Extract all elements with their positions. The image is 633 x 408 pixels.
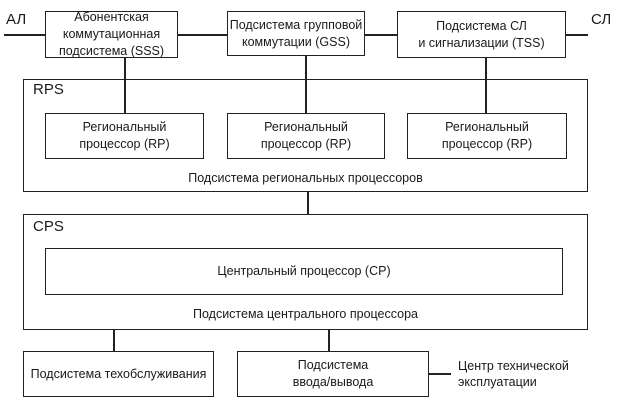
cps-io-link xyxy=(328,330,330,351)
trunk-signalling-subsystem: Подсистема СЛ и сигнализации (TSS) xyxy=(397,11,566,58)
group-switching-subsystem: Подсистема групповой коммутации (GSS) xyxy=(227,11,365,56)
gss-tss-connector xyxy=(365,34,397,36)
rps-cps-link xyxy=(307,192,309,214)
sss-rp-link xyxy=(124,58,126,113)
rp-1-label: Региональный процессор (RP) xyxy=(79,120,170,151)
io-label: Подсистема ввода/вывода xyxy=(292,358,374,389)
subscriber-line-label: АЛ xyxy=(6,11,27,28)
regional-processor-subsystem xyxy=(23,79,588,192)
regional-processor-1: Региональный процессор (RP) xyxy=(45,113,204,159)
io-subsystem: Подсистема ввода/вывода xyxy=(237,351,429,397)
maintenance-subsystem: Подсистема техобслуживания xyxy=(23,351,214,397)
central-processor: Центральный процессор (CP) xyxy=(45,248,563,295)
rps-tag: RPS xyxy=(33,81,64,98)
subscriber-line-connector xyxy=(4,34,45,36)
gss-label: Подсистема групповой коммутации (GSS) xyxy=(229,17,363,49)
cps-maintenance-link xyxy=(113,330,115,351)
rps-caption: Подсистема региональных процессоров xyxy=(188,171,423,185)
tss-label: Подсистема СЛ и сигнализации (TSS) xyxy=(418,18,545,50)
tss-rp-link xyxy=(485,58,487,113)
sss-label: Абонентская коммутационная подсистема (S… xyxy=(58,10,165,58)
trunk-line-label: СЛ xyxy=(591,11,612,28)
operations-center-label: Центр технической эксплуатации xyxy=(458,359,569,389)
maintenance-label: Подсистема техобслуживания xyxy=(30,366,207,381)
regional-processor-2: Региональный процессор (RP) xyxy=(227,113,385,159)
gss-rp-link xyxy=(305,56,307,113)
cps-caption: Подсистема центрального процессора xyxy=(192,307,418,321)
cps-tag: CPS xyxy=(33,218,64,235)
sss-gss-connector xyxy=(178,34,227,36)
central-processor-subsystem xyxy=(23,214,588,330)
regional-processor-3: Региональный процессор (RP) xyxy=(407,113,567,159)
cp-label: Центральный процессор (CP) xyxy=(217,264,391,278)
subscriber-switching-subsystem: Абонентская коммутационная подсистема (S… xyxy=(45,10,178,58)
io-operations-connector xyxy=(429,373,451,375)
rp-2-label: Региональный процессор (RP) xyxy=(260,120,352,151)
rp-3-label: Региональный процессор (RP) xyxy=(441,120,533,151)
trunk-line-connector xyxy=(566,34,588,36)
